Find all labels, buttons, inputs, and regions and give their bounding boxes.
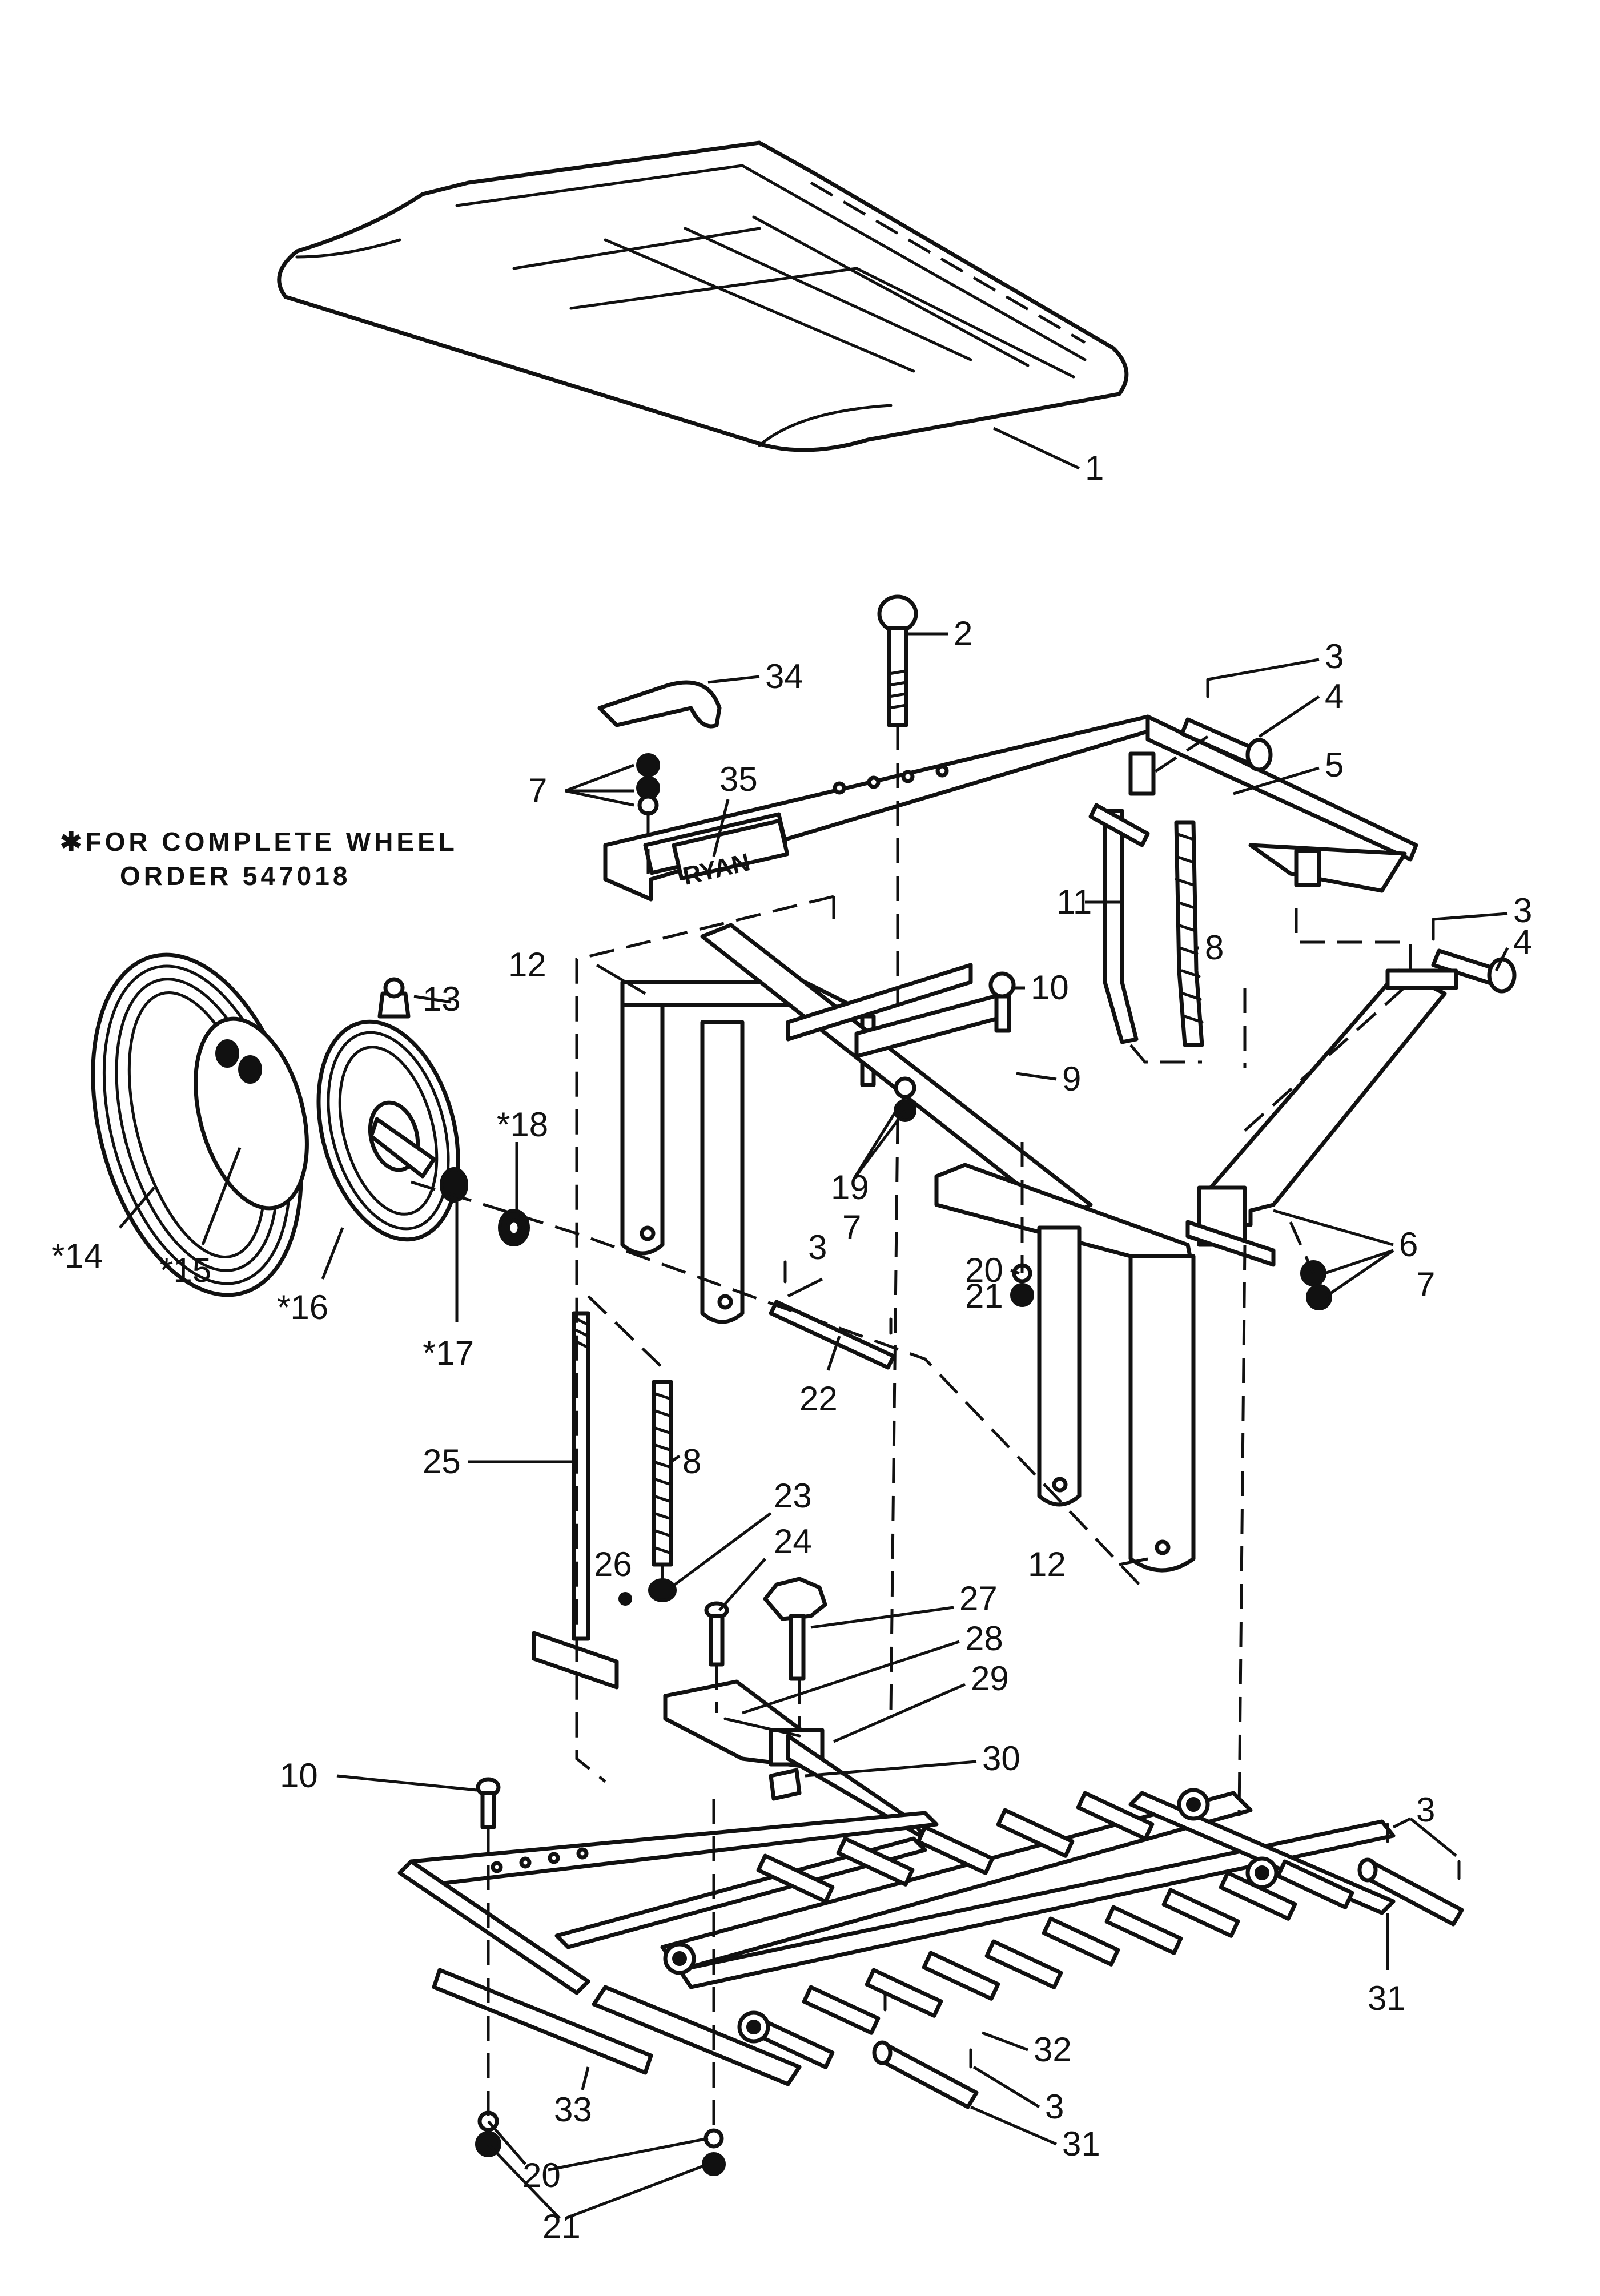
callout-12a: 12 — [508, 946, 546, 984]
callout-23: 23 — [774, 1477, 812, 1515]
part-13-fitting — [377, 977, 411, 1019]
part-10-bolt-top — [988, 971, 1016, 1033]
callout-20a: 20 — [965, 1251, 1003, 1289]
callout-9: 9 — [1062, 1060, 1081, 1098]
callout-21b: 21 — [542, 2207, 581, 2246]
callout-15: *15 — [160, 1251, 211, 1289]
callout-17: *17 — [423, 1334, 474, 1372]
callout-22: 22 — [799, 1380, 838, 1418]
part-31-pins — [872, 1823, 1464, 2109]
callout-8b: 8 — [682, 1442, 701, 1481]
note-line-2: ORDER 547018 — [120, 861, 351, 891]
callout-34: 34 — [765, 657, 803, 695]
callout-7a: 7 — [528, 771, 547, 810]
callout-35: 35 — [719, 760, 758, 798]
part-32-tines — [756, 1791, 1354, 2069]
note-line-1: ✱FOR COMPLETE WHEEL — [60, 827, 458, 857]
callout-12b: 12 — [1028, 1545, 1066, 1583]
callout-3c: 3 — [808, 1228, 827, 1266]
callout-28: 28 — [965, 1619, 1003, 1658]
part-18-washer — [498, 1209, 530, 1246]
part-6-linkage — [1185, 968, 1458, 1267]
part-30-block — [769, 1768, 802, 1801]
callout-4b: 4 — [1513, 923, 1532, 961]
callout-32: 32 — [1034, 2030, 1072, 2069]
callout-25: 25 — [423, 1442, 461, 1481]
callout-31a: 31 — [1368, 1979, 1406, 2017]
part-1-hood — [277, 140, 1129, 452]
callout-4a: 4 — [1325, 677, 1344, 715]
callout-24: 24 — [774, 1522, 812, 1561]
part-9-channel — [700, 923, 1093, 1221]
part-8-spring-middle — [652, 1380, 673, 1567]
part-10-bolt-bottom — [476, 1777, 501, 1829]
leader-lines — [119, 427, 1509, 2220]
callout-18: *18 — [497, 1105, 548, 1144]
callout-21a: 21 — [965, 1277, 1003, 1315]
part-pivots — [663, 1788, 1279, 2044]
callout-33: 33 — [554, 2090, 592, 2129]
part-7-nuts-right — [1300, 1260, 1332, 1310]
callout-7c-visible: 7 — [1416, 1265, 1435, 1304]
callout-numbers: 1 2 3 4 5 34 35 7 3 4 11 8 12 13 10 9 6 … — [51, 449, 1532, 2246]
callout-14: *14 — [51, 1237, 103, 1275]
part-7-nuts-top — [636, 753, 660, 816]
part-4-pins-top — [1180, 678, 1517, 994]
callout-1: 1 — [1085, 449, 1104, 487]
callout-5: 5 — [1325, 746, 1344, 784]
callout-11: 11 — [1056, 883, 1092, 921]
assembly-lines — [411, 725, 1412, 2138]
callout-30: 30 — [982, 1739, 1020, 1778]
part-2-bolt — [877, 594, 918, 727]
callout-13: 13 — [423, 980, 461, 1018]
callout-3d: 3 — [1416, 1791, 1435, 1829]
part-8-spring-top — [1174, 820, 1204, 1047]
callout-3a: 3 — [1325, 637, 1344, 675]
callout-7b: 7 — [842, 1208, 861, 1246]
callout-8a: 8 — [1205, 928, 1224, 967]
callout-27: 27 — [959, 1579, 998, 1618]
part-34-cap — [597, 680, 722, 729]
part-24-bolt — [704, 1601, 729, 1667]
callout-29: 29 — [971, 1659, 1009, 1698]
callout-3b: 3 — [1513, 891, 1532, 930]
part-16-rim — [316, 1019, 460, 1242]
part-11-rod — [1088, 803, 1150, 1044]
part-22-pin — [769, 1260, 896, 1370]
callout-10a: 10 — [1031, 968, 1069, 1007]
callout-16: *16 — [277, 1288, 328, 1326]
callout-20b: 20 — [522, 2156, 561, 2194]
callout-26: 26 — [594, 1545, 632, 1583]
part-27-knob — [763, 1577, 827, 1681]
part-15-hub — [194, 1016, 309, 1211]
callout-31b: 31 — [1062, 2125, 1100, 2163]
callout-6: 6 — [1399, 1225, 1418, 1264]
callout-3e: 3 — [1045, 2088, 1064, 2126]
wheel-order-note: ✱FOR COMPLETE WHEEL ORDER 547018 — [60, 827, 458, 891]
callout-19: 19 — [831, 1168, 869, 1207]
part-12-bracket-right — [934, 1163, 1196, 1573]
callout-2: 2 — [954, 614, 972, 653]
part-33-plate — [432, 1968, 653, 2075]
callout-10b: 10 — [280, 1756, 318, 1795]
part-left-rail — [397, 1811, 939, 1995]
